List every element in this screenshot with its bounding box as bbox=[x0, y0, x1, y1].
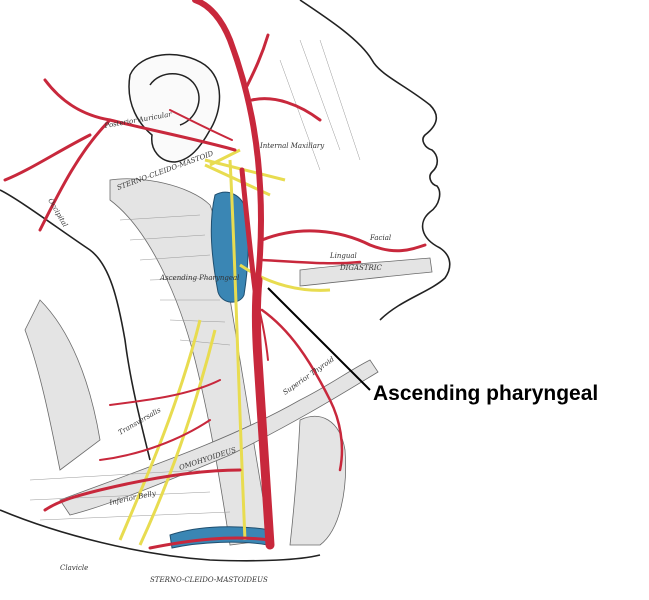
transverse-cervical-artery bbox=[43, 468, 242, 512]
label-sterno-cleido-mastoideus: STERNO-CLEIDO-MASTOIDEUS bbox=[150, 576, 268, 584]
facial-artery bbox=[260, 229, 427, 253]
branch-neck-left bbox=[99, 379, 221, 461]
label-lingual: Lingual bbox=[329, 252, 357, 260]
omohyoid-muscle bbox=[59, 359, 379, 516]
brachial-plexus bbox=[118, 319, 202, 541]
label-transversalis: Transversalis bbox=[117, 406, 163, 437]
label-facial: Facial bbox=[369, 234, 391, 242]
back-of-neck bbox=[0, 189, 151, 461]
lingual-artery bbox=[260, 258, 362, 265]
subclavian-branch bbox=[148, 536, 272, 550]
vagus-nerve bbox=[228, 159, 247, 541]
label-ascending-pharyngeal-small: Ascending Pharyngeal bbox=[159, 274, 239, 282]
ascending-pharyngeal-artery bbox=[256, 299, 269, 361]
arteries bbox=[3, 0, 427, 550]
head-outline bbox=[0, 0, 451, 562]
ear-outline bbox=[128, 53, 221, 163]
posterior-auricular-artery bbox=[169, 109, 233, 141]
nerves bbox=[118, 148, 331, 546]
internal-carotid-artery bbox=[239, 167, 258, 293]
superficial-temporal-artery bbox=[243, 33, 322, 122]
occipital-artery bbox=[3, 78, 237, 232]
label-digastric: DIGASTRIC bbox=[339, 264, 383, 272]
ear-inner bbox=[149, 73, 200, 126]
callout-pointer-line bbox=[267, 287, 371, 391]
digastric-muscle bbox=[299, 257, 433, 287]
brachial-plexus-2 bbox=[138, 329, 217, 546]
external-carotid-artery bbox=[192, 0, 264, 283]
superior-thyroid-artery bbox=[260, 308, 344, 472]
thyroid-area bbox=[289, 415, 346, 546]
label-clavicle: Clavicle bbox=[60, 564, 88, 572]
ear bbox=[128, 53, 221, 163]
chest-line bbox=[0, 509, 321, 562]
common-carotid-artery bbox=[252, 275, 275, 550]
trapezius-area bbox=[24, 299, 101, 471]
internal-jugular-vein bbox=[210, 191, 249, 303]
hatching bbox=[29, 39, 361, 521]
callout-label-ascending-pharyngeal: Ascending pharyngeal bbox=[373, 382, 599, 405]
hypoglossal-nerve bbox=[239, 263, 331, 292]
face-profile bbox=[299, 0, 451, 321]
label-internal-maxillary: Internal Maxillary bbox=[259, 142, 325, 150]
